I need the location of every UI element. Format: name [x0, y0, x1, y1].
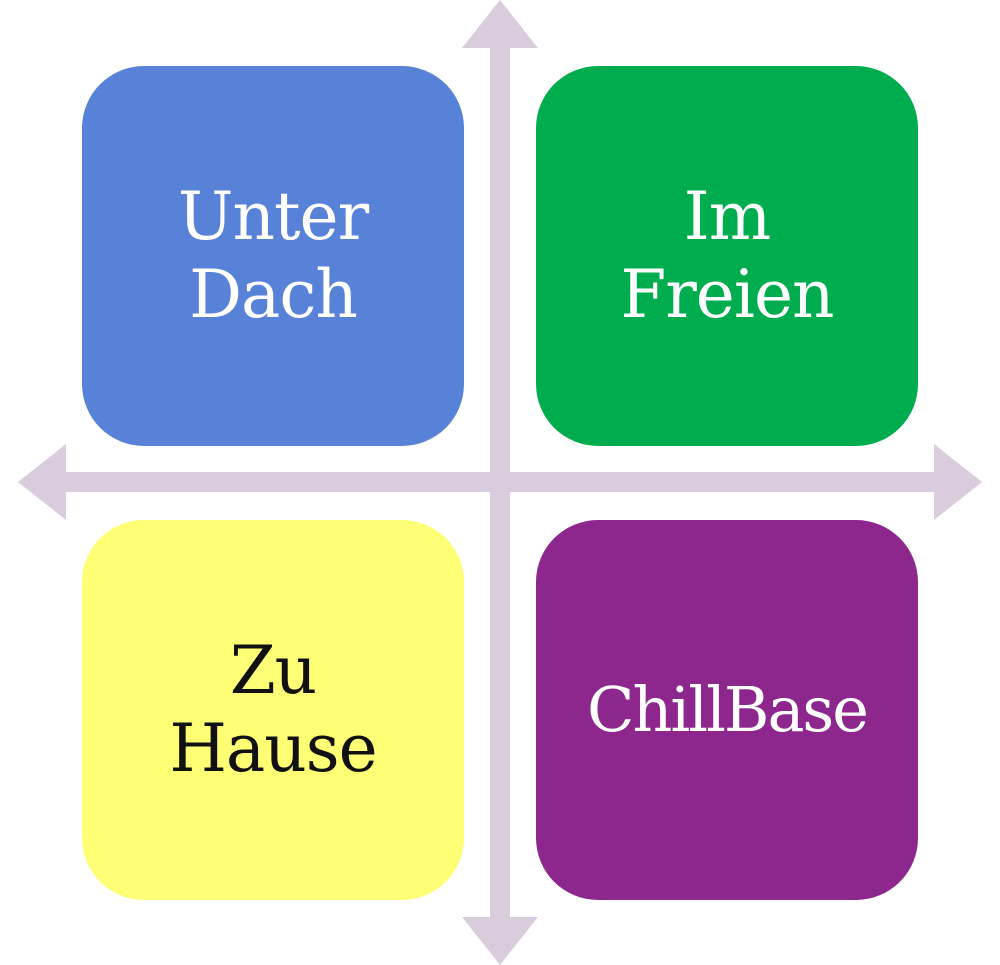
quadrant-label: Zu Hause — [169, 632, 377, 787]
arrow-down-icon — [462, 917, 538, 965]
arrow-left-icon — [18, 444, 66, 520]
quadrant-label: ChillBase — [587, 673, 869, 746]
quadrant-zu-hause: Zu Hause — [82, 520, 464, 900]
arrow-up-icon — [462, 0, 538, 48]
quadrant-chillbase: ChillBase — [536, 520, 918, 900]
quadrant-label: Unter Dach — [177, 178, 369, 333]
quadrant-im-freien: Im Freien — [536, 66, 918, 446]
quadrant-label: Im Freien — [620, 178, 834, 333]
quadrant-unter-dach: Unter Dach — [82, 66, 464, 446]
arrow-right-icon — [934, 444, 982, 520]
horizontal-axis — [58, 472, 942, 492]
